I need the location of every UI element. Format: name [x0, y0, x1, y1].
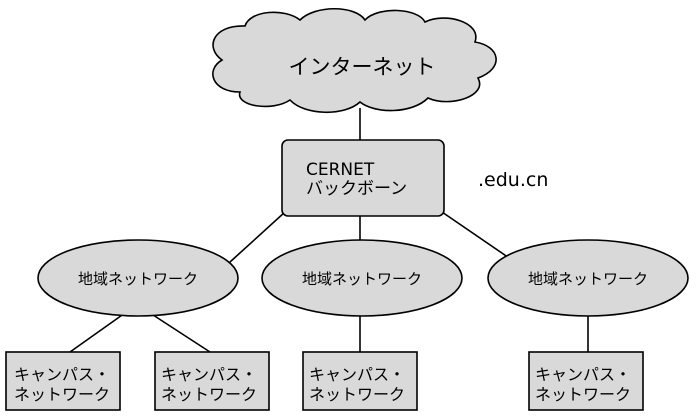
regional-network-label: 地域ネットワーク — [528, 270, 648, 288]
domain-label: .edu.cn — [478, 169, 548, 191]
backbone-node: CERNET バックボーン — [281, 139, 445, 217]
backbone-box — [281, 139, 445, 217]
regional-network-ellipse — [261, 239, 463, 317]
campus-network-label-line1: キャンパス・ — [309, 365, 405, 384]
connector-regional-1-campus-2 — [149, 312, 211, 353]
campus-network-box — [528, 351, 644, 411]
regional-network-label: 地域ネットワーク — [78, 270, 198, 288]
connector-backbone-regional-1 — [229, 211, 286, 263]
connector-backbone-regional-3 — [441, 211, 516, 263]
backbone-label-line2: バックボーン — [306, 179, 407, 199]
campus-network-4: キャンパス・ ネットワーク — [528, 351, 644, 411]
campus-network-label-line2: ネットワーク — [14, 385, 110, 404]
campus-network-box — [154, 351, 270, 411]
campus-network-box — [302, 351, 418, 411]
campus-network-label-line1: キャンパス・ — [14, 365, 110, 384]
campus-network-label-line1: キャンパス・ — [535, 365, 631, 384]
regional-network-3: 地域ネットワーク — [487, 239, 689, 317]
campus-network-label-line2: ネットワーク — [535, 385, 631, 404]
campus-network-label-line2: ネットワーク — [161, 385, 257, 404]
internet-cloud: インターネット — [212, 8, 497, 114]
regional-network-2: 地域ネットワーク — [261, 239, 463, 317]
campus-network-label-line1: キャンパス・ — [161, 365, 257, 384]
campus-network-2: キャンパス・ ネットワーク — [154, 351, 270, 411]
cloud-shape — [212, 8, 497, 114]
regional-network-label: 地域ネットワーク — [302, 270, 422, 288]
campus-network-3: キャンパス・ ネットワーク — [302, 351, 418, 411]
connector-regional-1-campus-1 — [69, 312, 126, 353]
backbone-label-line1: CERNET — [306, 160, 375, 180]
campus-network-1: キャンパス・ ネットワーク — [5, 351, 121, 411]
regional-network-ellipse — [487, 239, 689, 317]
regional-network-ellipse — [37, 239, 239, 317]
campus-network-box — [5, 351, 121, 411]
regional-network-1: 地域ネットワーク — [37, 239, 239, 317]
campus-network-label-line2: ネットワーク — [309, 385, 405, 404]
internet-label: インターネット — [289, 55, 436, 79]
